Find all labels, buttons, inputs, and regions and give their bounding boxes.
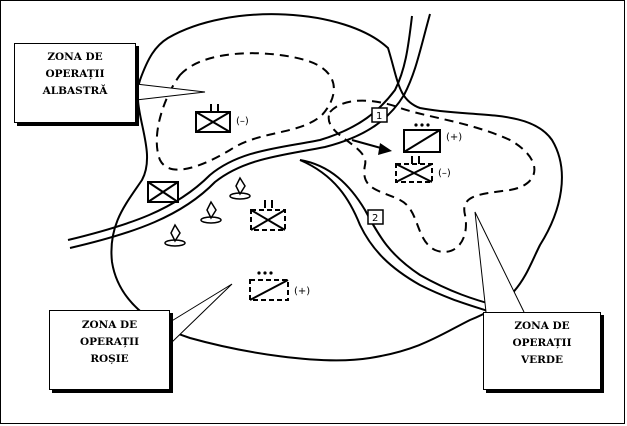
- red-zone-line-2: OPERAȚII: [80, 336, 139, 348]
- checkpoint-2-label: 2: [372, 213, 378, 224]
- svg-text:(–): (–): [438, 168, 451, 179]
- movement-arrowhead: [378, 143, 392, 155]
- road-branch-inner: [299, 159, 495, 314]
- blue-zone-line-3: ALBASTRĂ: [42, 85, 108, 97]
- road-main-inner: [69, 13, 431, 249]
- unit-symbol-blue-left: [147, 181, 179, 203]
- green-zone-line-1: ZONA DE: [514, 320, 570, 332]
- road-branch-outer: [299, 159, 499, 307]
- green-zone-callout: ZONA DE OPERAȚII VERDE: [483, 312, 601, 390]
- observation-post-3: [164, 223, 186, 247]
- unit-symbol-blue-top: (–): [195, 104, 249, 133]
- unit-symbol-green-lower: (–): [395, 156, 451, 183]
- green-zone-dashed-boundary: [327, 99, 536, 253]
- svg-text:(–): (–): [236, 116, 249, 127]
- green-zone-line-3: VERDE: [521, 354, 563, 366]
- red-callout-pointer: [169, 283, 233, 345]
- svg-text:(+): (+): [446, 132, 462, 143]
- unit-symbol-red-center: [250, 200, 286, 231]
- checkpoint-1-box: [371, 107, 388, 123]
- blue-zone-dashed-boundary: [155, 52, 335, 171]
- red-zone-line-1: ZONA DE: [81, 319, 138, 331]
- observation-post-2: [200, 200, 222, 224]
- checkpoint-1-label: 1: [376, 111, 382, 122]
- red-zone-callout: ZONA DE OPERAȚII ROȘIE: [49, 310, 170, 390]
- road-main-outer: [67, 15, 413, 241]
- blue-zone-callout: ZONA DE OPERAȚII ALBASTRĂ: [14, 43, 136, 123]
- blue-zone-line-2: OPERAȚII: [45, 68, 105, 80]
- blue-zone-line-1: ZONA DE: [47, 51, 103, 63]
- checkpoint-2-box: [367, 209, 384, 225]
- green-zone-line-2: OPERAȚII: [512, 337, 572, 349]
- operations-area-outline: [110, 13, 563, 362]
- red-zone-line-3: ROȘIE: [90, 353, 129, 365]
- observation-post-1: [229, 176, 251, 200]
- svg-text:(+): (+): [294, 286, 310, 297]
- unit-symbol-green-upper: (+): [403, 123, 462, 153]
- unit-symbol-red-bottom: (+): [249, 271, 310, 301]
- green-callout-pointer: [474, 211, 525, 313]
- blue-callout-pointer: [135, 83, 206, 101]
